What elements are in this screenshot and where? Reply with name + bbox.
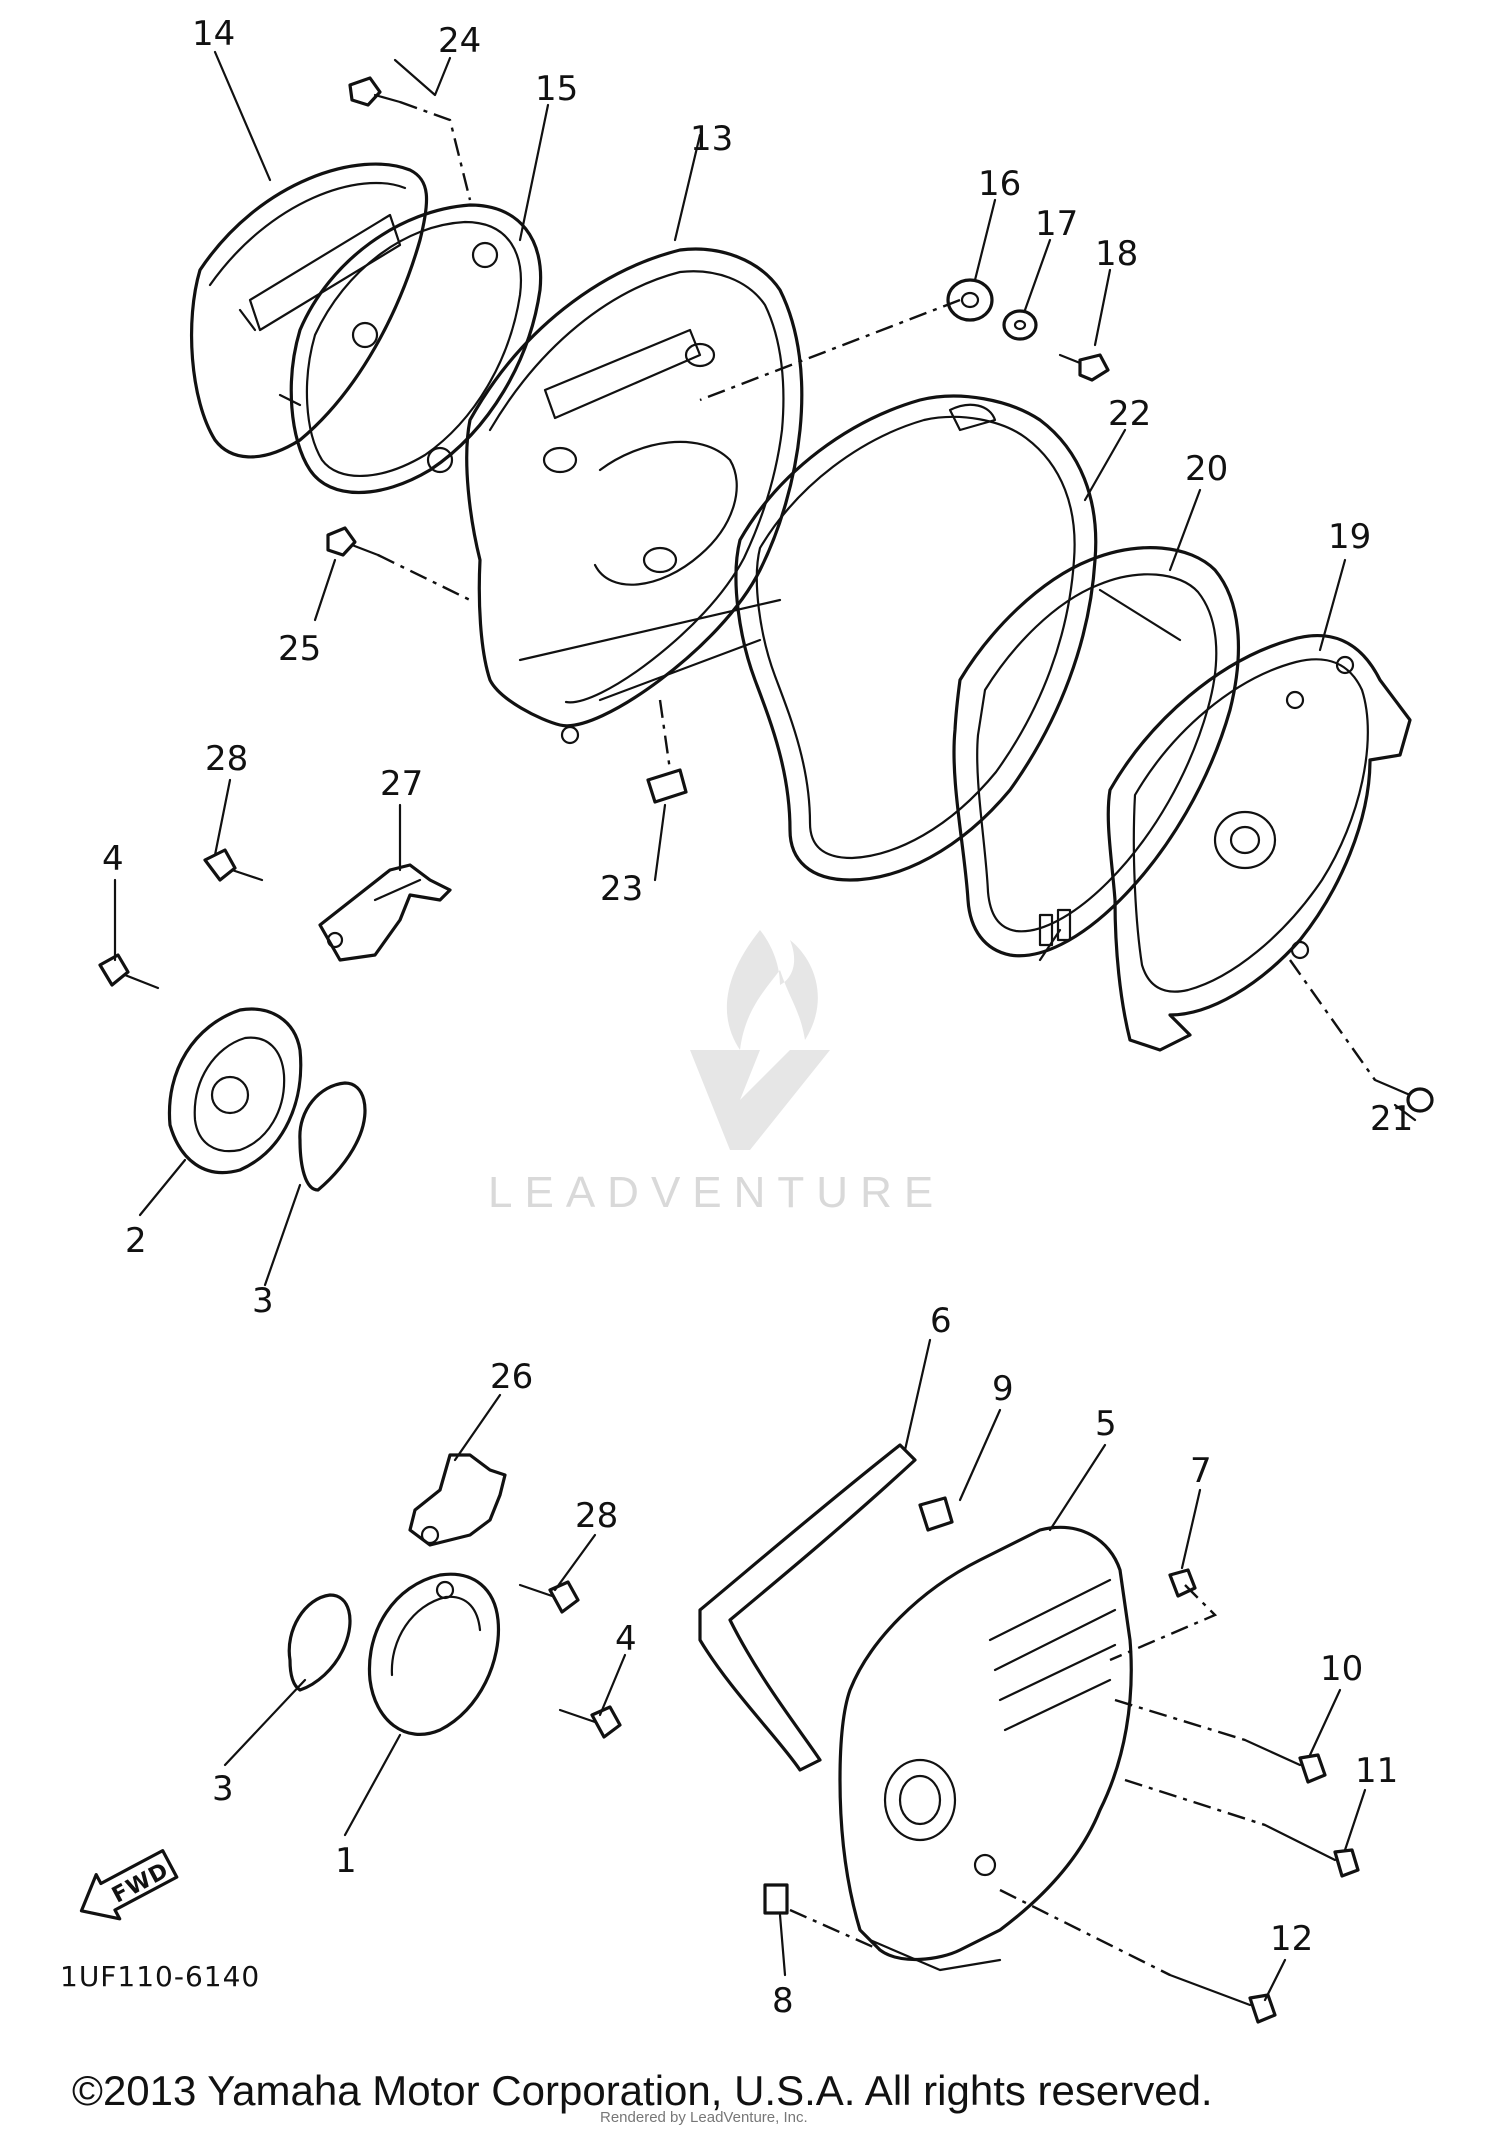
callout-28b: 28 (575, 1496, 618, 1536)
part-19-outer-cover (1106, 634, 1412, 1052)
callout-10: 10 (1320, 1649, 1363, 1689)
callout-20: 20 (1185, 449, 1228, 489)
part-3-seal-lower (287, 1593, 352, 1692)
part-8-plate (763, 1883, 789, 1915)
part-11-bolt (1263, 1823, 1360, 1878)
part-2-shoe (167, 1007, 303, 1175)
part-20-gasket (952, 546, 1241, 962)
callout-leaders (113, 50, 1417, 2002)
part-27-bracket (318, 863, 452, 962)
part-28-bolt-lower (518, 1580, 580, 1614)
callout-18: 18 (1095, 234, 1138, 274)
part-9-damper (918, 1496, 954, 1532)
callout-13: 13 (690, 119, 733, 159)
callout-11: 11 (1355, 1751, 1398, 1791)
callout-27: 27 (380, 764, 423, 804)
callout-21: 21 (1370, 1099, 1413, 1139)
part-28-bolt-upper (203, 848, 264, 882)
part-25-bolt (326, 526, 380, 557)
part-12-bolt (1168, 1973, 1277, 2024)
callout-15: 15 (535, 69, 578, 109)
callout-9: 9 (992, 1369, 1014, 1409)
part-5-cover (838, 1525, 1133, 1972)
part-4-bolt-upper (98, 953, 160, 990)
callout-26: 26 (490, 1357, 533, 1397)
callout-6: 6 (930, 1301, 952, 1341)
callout-1: 1 (335, 1841, 357, 1881)
callout-labels: 14 24 15 13 16 17 18 22 20 19 25 28 27 2… (102, 14, 1413, 2021)
part-15-gasket (289, 203, 543, 494)
part-10-bolt (1243, 1738, 1327, 1784)
part-13-crankcase-cover (465, 247, 804, 745)
copyright-notice: ©2013 Yamaha Motor Corporation, U.S.A. A… (72, 2067, 1213, 2114)
callout-5: 5 (1095, 1404, 1117, 1444)
watermark-logo (690, 930, 830, 1150)
part-17-washer (1002, 309, 1038, 341)
callout-16: 16 (978, 164, 1021, 204)
callout-22: 22 (1108, 394, 1151, 434)
part-23-dowel (646, 768, 688, 804)
part-1-shoe (367, 1572, 501, 1736)
callout-19: 19 (1328, 517, 1371, 557)
callout-8: 8 (772, 1981, 794, 2021)
part-24-bolt (348, 76, 402, 107)
callout-4a: 4 (102, 839, 124, 879)
catalog-code: 1UF110-6140 (60, 1960, 260, 1993)
callout-3b: 3 (212, 1769, 234, 1809)
callout-7: 7 (1190, 1451, 1212, 1491)
part-22-gasket (734, 394, 1098, 882)
part-18-bolt (1058, 353, 1110, 382)
watermark-text: LEADVENTURE (488, 1168, 945, 1217)
callout-17: 17 (1035, 204, 1078, 244)
callout-23: 23 (600, 869, 643, 909)
callout-3a: 3 (252, 1281, 274, 1321)
part-21-screw (1373, 1078, 1434, 1113)
rendered-by-notice: Rendered by LeadVenture, Inc. (600, 2109, 808, 2126)
fwd-label: FWD (108, 1858, 173, 1909)
fwd-arrow: FWD (79, 1849, 179, 1921)
callout-25: 25 (278, 629, 321, 669)
callout-24: 24 (438, 21, 481, 61)
callout-12: 12 (1270, 1919, 1313, 1959)
callout-4b: 4 (615, 1619, 637, 1659)
callout-14: 14 (192, 14, 235, 54)
part-6-gasket (698, 1443, 917, 1772)
part-26-bracket (408, 1453, 507, 1547)
callout-2: 2 (125, 1221, 147, 1261)
part-16-damper (946, 278, 994, 322)
part-3-seal-upper (298, 1081, 367, 1192)
part-4-bolt-lower (558, 1705, 622, 1739)
callout-28a: 28 (205, 739, 248, 779)
